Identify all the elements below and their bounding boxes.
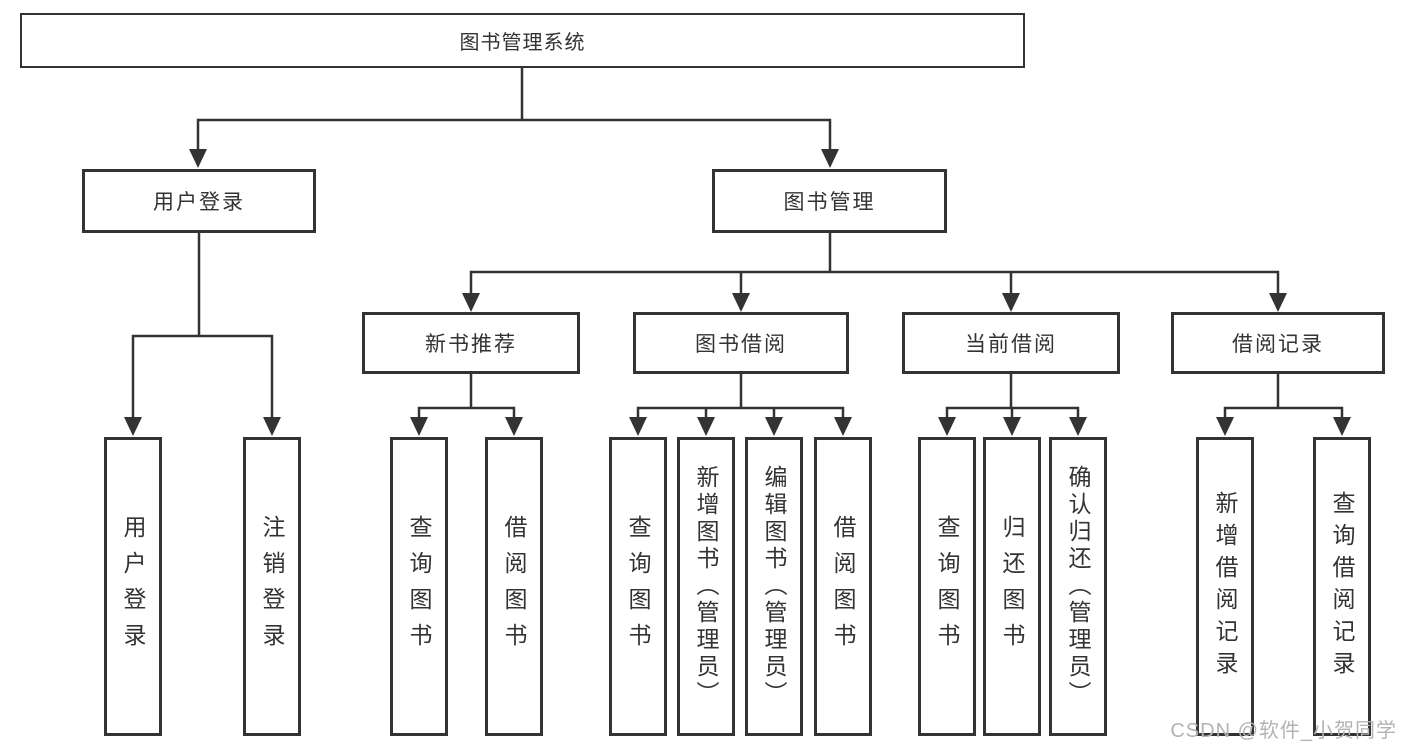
leaf-label: 借阅图书 [501,514,527,659]
arrow-icon [1269,293,1287,312]
leaf-label: 归还图书 [999,514,1025,659]
leaf-query-books-current: 查询图书 [918,437,976,736]
arrow-icon [1002,293,1020,312]
node-new-book-recommend: 新书推荐 [362,312,580,374]
node-label: 图书管理系统 [459,32,586,54]
connector-lines [131,66,1344,421]
leaf-label: 用户登录 [120,514,146,659]
leaf-query-borrow-record: 查询借阅记录 [1313,437,1371,736]
node-label: 用户登录 [153,191,245,214]
arrow-icon [629,417,647,436]
node-user-login: 用户登录 [82,169,316,233]
leaf-query-books-recommend: 查询图书 [390,437,448,736]
arrow-icon [462,293,480,312]
leaf-confirm-return-admin: 确认归还（管理员） [1049,437,1107,736]
arrowheads [124,149,1351,436]
leaf-label: 查询图书 [934,514,960,659]
node-label: 当前借阅 [965,333,1057,356]
node-book-management: 图书管理 [712,169,947,233]
connector-root-to-level2 [196,66,832,153]
connector-new-book-children [417,372,516,421]
leaf-edit-books-admin: 编辑图书（管理员） [745,437,803,736]
leaf-borrow-books: 借阅图书 [814,437,872,736]
arrow-icon [732,293,750,312]
leaf-label: 新增借阅记录 [1212,490,1238,683]
node-label: 图书管理 [783,191,876,214]
leaf-add-borrow-record: 新增借阅记录 [1196,437,1254,736]
arrow-icon [263,417,281,436]
arrow-icon [1069,417,1087,436]
leaf-borrow-books-recommend: 借阅图书 [485,437,543,736]
arrow-icon [834,417,852,436]
leaf-label: 注销登录 [259,514,285,659]
arrow-icon [505,417,523,436]
connector-user-login-children [131,231,274,421]
node-label: 图书借阅 [695,333,787,356]
arrow-icon [1003,417,1021,436]
arrow-icon [1333,417,1351,436]
connector-current-borrow-children [945,372,1080,421]
leaf-label: 查询借阅记录 [1329,490,1355,683]
csdn-watermark: CSDN @软件_小贺同学 [1170,720,1397,742]
node-borrow-record: 借阅记录 [1171,312,1385,374]
leaf-label: 确认归还（管理员） [1065,465,1091,708]
connector-book-borrow-children [636,372,845,421]
leaf-add-books-admin: 新增图书（管理员） [677,437,735,736]
arrow-icon [938,417,956,436]
leaf-user-login: 用户登录 [104,437,162,736]
node-label: 借阅记录 [1232,333,1324,356]
leaf-query-books-borrow: 查询图书 [609,437,667,736]
arrow-icon [1216,417,1234,436]
node-root-system: 图书管理系统 [20,13,1025,68]
arrow-icon [124,417,142,436]
connector-borrow-record-children [1223,372,1344,421]
arrow-icon [410,417,428,436]
arrow-icon [821,149,839,168]
arrow-icon [697,417,715,436]
leaf-label: 查询图书 [625,514,651,659]
arrow-icon [189,149,207,168]
node-current-borrow: 当前借阅 [902,312,1120,374]
connector-book-management-children [469,231,1280,297]
leaf-label: 编辑图书（管理员） [761,465,787,708]
node-label: 新书推荐 [425,333,517,356]
leaf-logout: 注销登录 [243,437,301,736]
node-book-borrow: 图书借阅 [633,312,849,374]
leaf-label: 借阅图书 [830,514,856,659]
leaf-label: 查询图书 [406,514,432,659]
leaf-label: 新增图书（管理员） [693,465,719,708]
arrow-icon [765,417,783,436]
leaf-return-books: 归还图书 [983,437,1041,736]
